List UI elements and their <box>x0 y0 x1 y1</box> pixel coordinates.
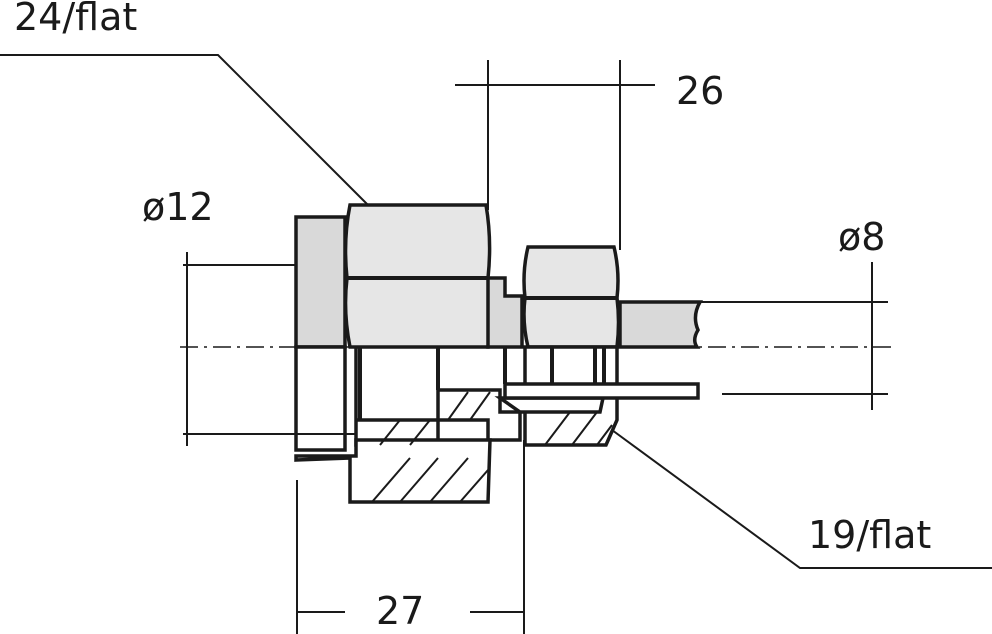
left-tube-body <box>294 215 347 349</box>
label-dim-bottom: 27 <box>376 589 424 633</box>
label-dia-left: ø12 <box>142 185 214 229</box>
right-tube <box>618 300 704 349</box>
inner-collar <box>294 345 347 452</box>
leader-small-hex <box>611 429 992 569</box>
section-detail-lines <box>358 347 606 420</box>
label-dia-right: ø8 <box>838 215 885 259</box>
section-hatching <box>371 391 613 503</box>
olive-ring <box>494 396 606 414</box>
inner-tube <box>503 382 700 400</box>
label-hex-large: 24/flat <box>14 0 137 39</box>
nut-section-lower <box>294 438 492 504</box>
label-hex-small: 19/flat <box>808 513 931 557</box>
leader-large-hex <box>0 54 369 206</box>
body-neck <box>486 276 524 349</box>
label-dim-top: 26 <box>676 69 724 113</box>
